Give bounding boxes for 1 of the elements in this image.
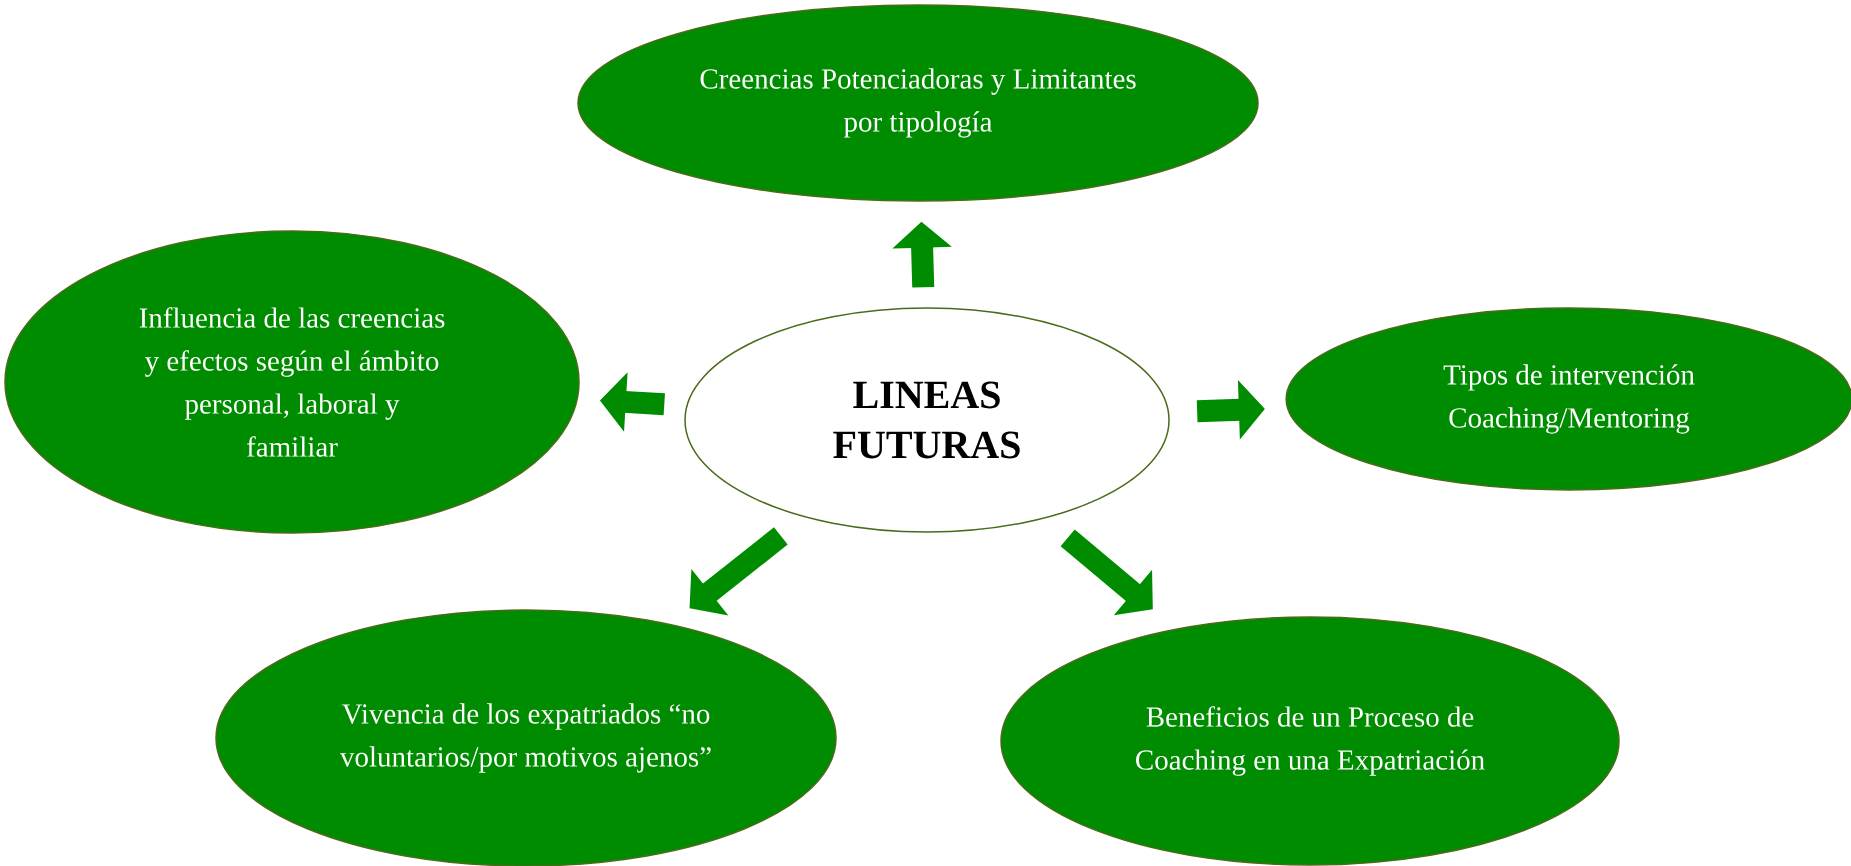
block-arrow (689, 527, 788, 616)
